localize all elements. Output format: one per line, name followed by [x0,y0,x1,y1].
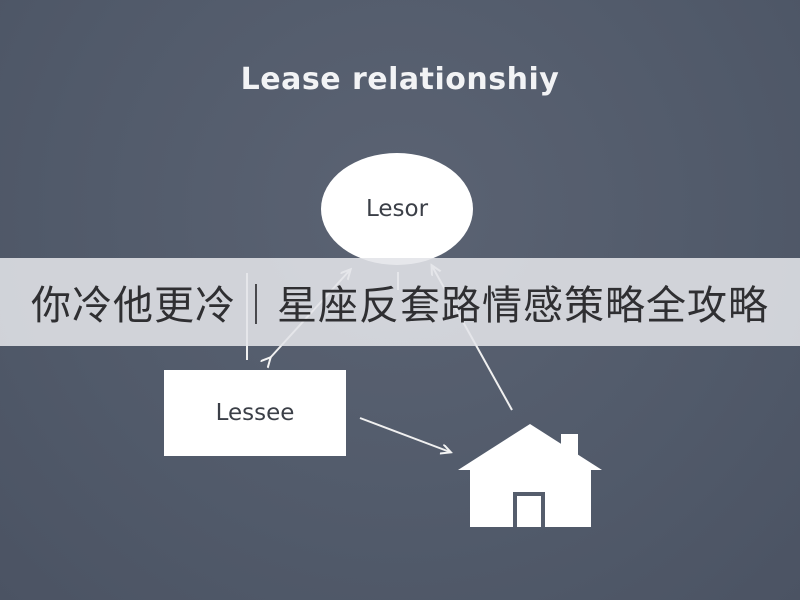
lessee-to-property-arrow [359,417,450,452]
caption-banner-text: 你冷他更冷｜星座反套路情感策略全攻略 [31,283,769,329]
lessor-label: Lesor [365,196,429,222]
lessee-label: Lessee [215,400,295,426]
house-icon [458,424,602,527]
lessor-node: Lesor [321,153,473,265]
lessee-node: Lessee [164,370,346,456]
diagram-title: Lease relationshiy [240,62,560,97]
caption-banner: 你冷他更冷｜星座反套路情感策略全攻略 [0,258,800,346]
